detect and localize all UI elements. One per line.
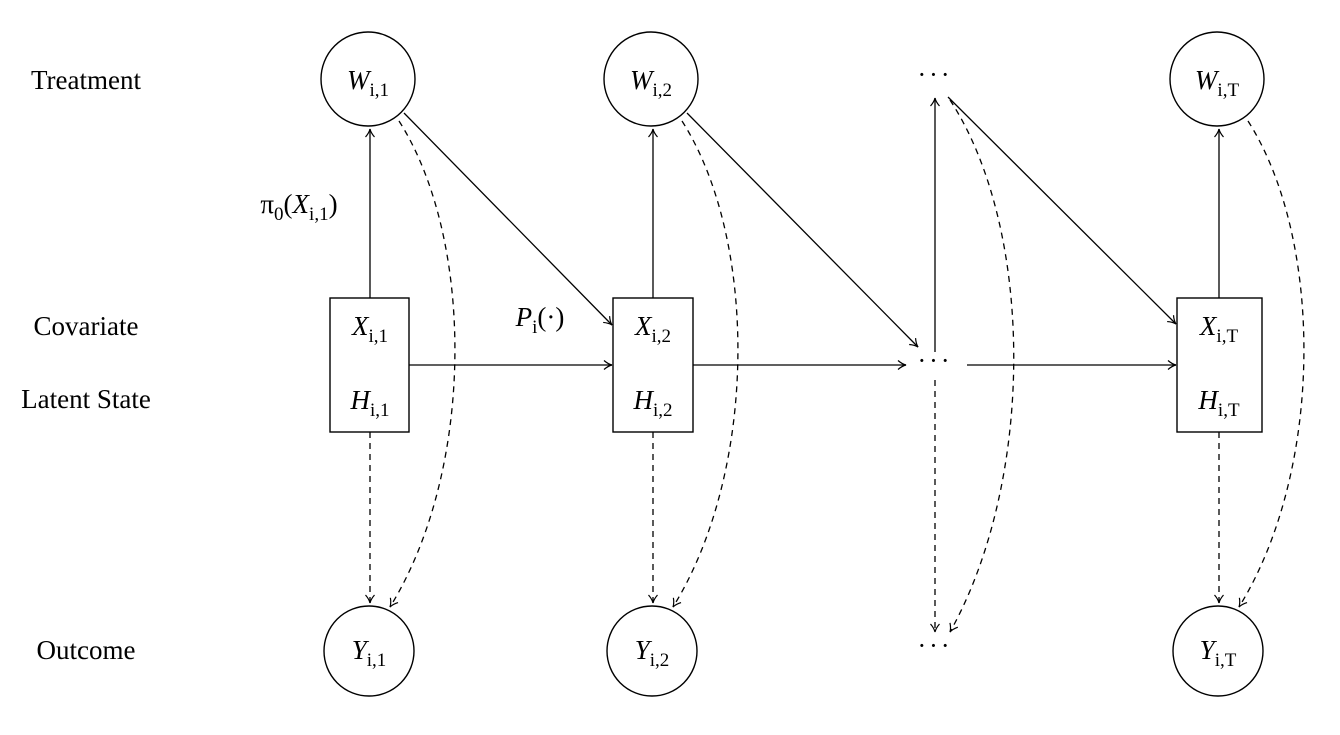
node-state-1: Xi,1 Hi,1: [329, 297, 410, 433]
edge-w2-dots: [686, 112, 919, 348]
node-yT: Yi,T: [1172, 605, 1264, 697]
svg-text:Yi,2: Yi,2: [635, 635, 670, 671]
h1-symbol: H: [349, 385, 371, 415]
policy-x-symbol: X: [292, 189, 311, 219]
svg-text:Yi,T: Yi,T: [1200, 635, 1237, 671]
x1-symbol: X: [351, 311, 370, 341]
w2-symbol: W: [630, 65, 655, 95]
policy-close-paren: ): [329, 189, 338, 219]
edge-w2-y2: [672, 120, 739, 608]
wT-subscript: i,T: [1217, 80, 1239, 101]
w1-subscript: i,1: [369, 80, 389, 101]
svg-text:Hi,2: Hi,2: [632, 385, 672, 421]
ellipsis-state: ···: [918, 346, 953, 375]
xT-subscript: i,T: [1216, 326, 1238, 347]
edge-dots-xT: [947, 96, 1177, 325]
row-label-latent-state: Latent State: [21, 384, 151, 414]
xT-symbol: X: [1199, 311, 1218, 341]
policy-pi: π: [260, 189, 274, 219]
policy-pi-subscript: 0: [274, 204, 284, 225]
node-wT: Wi,T: [1169, 31, 1265, 127]
policy-open-paren: (: [284, 189, 293, 219]
transition-label: Pi(·): [515, 302, 565, 338]
svg-text:Hi,T: Hi,T: [1197, 385, 1240, 421]
node-w1: Wi,1: [320, 31, 416, 127]
svg-text:Wi,T: Wi,T: [1195, 65, 1240, 101]
transition-p-symbol: P: [515, 302, 533, 332]
hT-symbol: H: [1197, 385, 1219, 415]
node-state-2: Xi,2 Hi,2: [612, 297, 694, 433]
y1-subscript: i,1: [367, 650, 387, 671]
ellipsis-outcome: ···: [918, 631, 953, 660]
svg-text:Yi,1: Yi,1: [352, 635, 387, 671]
node-state-T: Xi,T Hi,T: [1176, 297, 1263, 433]
h2-symbol: H: [632, 385, 654, 415]
svg-text:Xi,1: Xi,1: [351, 311, 388, 347]
node-y1: Yi,1: [323, 605, 415, 697]
yT-symbol: Y: [1200, 635, 1218, 665]
x2-subscript: i,2: [651, 326, 671, 347]
node-w2: Wi,2: [603, 31, 699, 127]
edge-w1-y1: [389, 120, 456, 608]
y1-symbol: Y: [352, 635, 370, 665]
yT-subscript: i,T: [1215, 650, 1237, 671]
row-label-outcome: Outcome: [37, 635, 136, 665]
h1-subscript: i,1: [370, 400, 390, 421]
edge-dots-curve: [949, 99, 1015, 633]
w2-subscript: i,2: [652, 80, 672, 101]
transition-subscript: i: [532, 317, 537, 338]
w1-symbol: W: [347, 65, 372, 95]
h2-subscript: i,2: [653, 400, 673, 421]
x2-symbol: X: [634, 311, 653, 341]
policy-x-subscript: i,1: [309, 204, 329, 225]
x1-subscript: i,1: [368, 326, 388, 347]
y2-symbol: Y: [635, 635, 653, 665]
edge-wT-yT: [1238, 120, 1305, 608]
wT-symbol: W: [1195, 65, 1220, 95]
svg-text:Wi,1: Wi,1: [347, 65, 389, 101]
svg-text:Xi,2: Xi,2: [634, 311, 671, 347]
hT-subscript: i,T: [1218, 400, 1240, 421]
svg-text:Hi,1: Hi,1: [349, 385, 389, 421]
edge-w1-x2: [403, 112, 613, 326]
transition-args: (·): [537, 302, 564, 332]
row-label-treatment: Treatment: [31, 65, 141, 95]
svg-text:Xi,T: Xi,T: [1199, 311, 1239, 347]
y2-subscript: i,2: [650, 650, 670, 671]
policy-label: π0(Xi,1): [260, 189, 337, 225]
svg-text:Wi,2: Wi,2: [630, 65, 672, 101]
row-label-covariate: Covariate: [34, 311, 139, 341]
node-y2: Yi,2: [606, 605, 698, 697]
ellipsis-treatment: ···: [918, 60, 953, 89]
